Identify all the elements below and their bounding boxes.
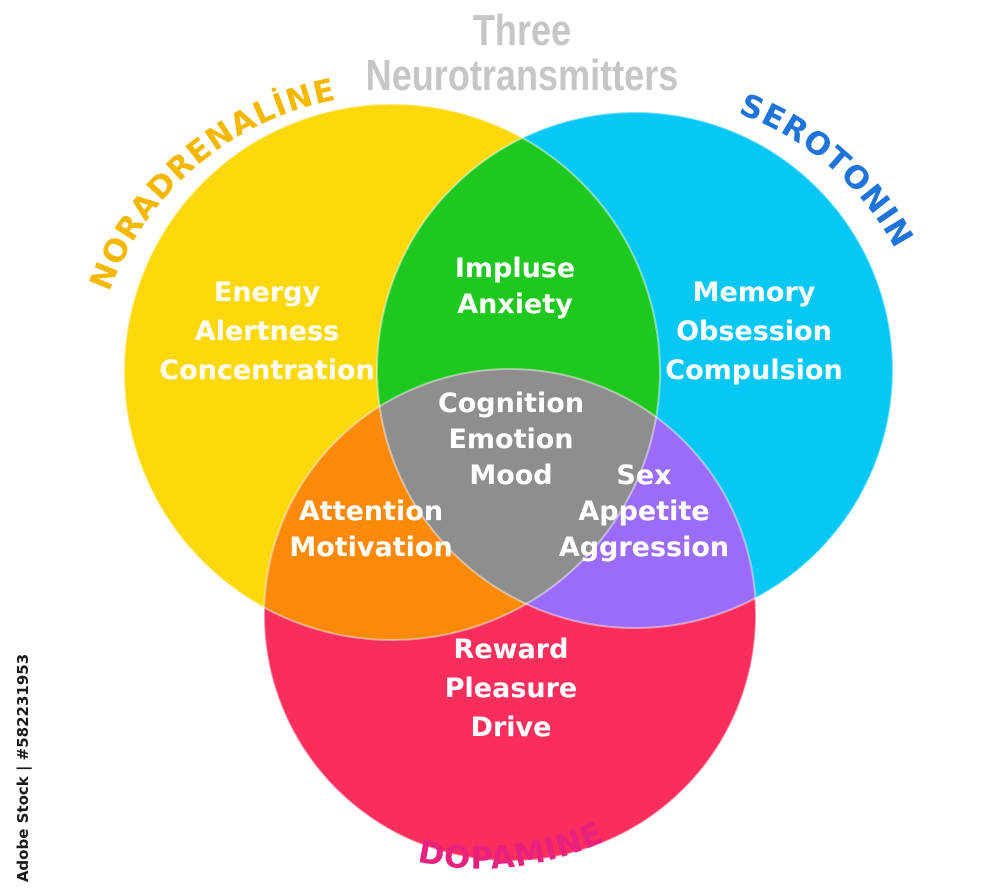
dopamine-line-2: Pleasure <box>445 673 578 704</box>
nd-line-2: Motivation <box>289 532 452 563</box>
center-line-2: Emotion <box>448 424 573 455</box>
sd-line-2: Appetite <box>578 496 709 527</box>
sd-line-1: Sex <box>616 460 671 491</box>
title-line-1: Three <box>473 6 571 55</box>
noradrenaline-serotonin-text: Impluse Anxiety <box>455 253 575 320</box>
circle-outlines <box>123 103 894 862</box>
noradrenaline-text: Energy Alertness Concentration <box>159 277 375 386</box>
ns-line-2: Anxiety <box>457 289 573 320</box>
serotonin-line-1: Memory <box>693 277 816 308</box>
serotonin-text: Memory Obsession Compulsion <box>665 277 842 386</box>
noradrenaline-dopamine-text: Attention Motivation <box>289 496 452 563</box>
noradrenaline-line-1: Energy <box>214 277 321 308</box>
noradrenaline-line-2: Alertness <box>195 316 339 347</box>
dopamine-line-3: Drive <box>471 712 552 743</box>
serotonin-line-3: Compulsion <box>665 355 842 386</box>
ns-line-1: Impluse <box>455 253 575 284</box>
all-three-text: Cognition Emotion Mood <box>438 388 584 491</box>
dopamine-line-1: Reward <box>454 634 569 665</box>
center-line-1: Cognition <box>438 388 584 419</box>
sd-line-3: Aggression <box>559 532 729 563</box>
title-line-2: Neurotransmitters <box>366 51 679 100</box>
center-line-3: Mood <box>469 460 552 491</box>
noradrenaline-line-3: Concentration <box>159 355 375 386</box>
dopamine-text: Reward Pleasure Drive <box>445 634 578 743</box>
serotonin-line-2: Obsession <box>676 316 832 347</box>
serotonin-dopamine-text: Sex Appetite Aggression <box>559 460 729 563</box>
side-caption: Adobe Stock | #582231953 <box>14 654 33 882</box>
nd-line-1: Attention <box>299 496 443 527</box>
